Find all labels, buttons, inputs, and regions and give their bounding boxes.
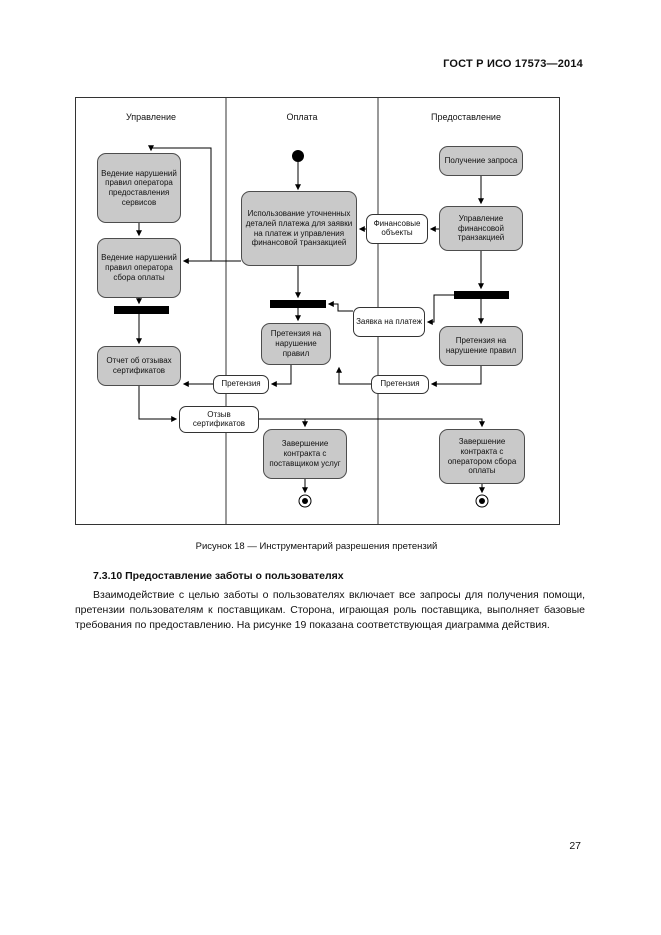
object-claim-left: Претензия xyxy=(213,375,269,394)
lane-title-management: Управление xyxy=(125,112,177,122)
lane-title-payment: Оплата xyxy=(286,112,318,122)
page-number: 27 xyxy=(569,840,581,852)
connector-arrows xyxy=(136,145,485,494)
initial-node-icon xyxy=(292,150,304,162)
lane-title-provision: Предоставление xyxy=(431,112,501,122)
node-report-revocations: Отчет об отзывах сертификатов xyxy=(97,346,181,386)
object-certificate-revocation: Отзыв сертификатов xyxy=(179,406,259,433)
final-node-provision-icon xyxy=(475,494,489,508)
sync-bar-payment xyxy=(270,300,326,308)
diagram-connectors xyxy=(114,98,509,524)
figure-caption: Рисунок 18 — Инструментарий разрешения п… xyxy=(195,541,438,552)
node-end-contract-toll: Завершение контракта с оператором сбора … xyxy=(439,429,525,484)
sync-bar-provision xyxy=(454,291,509,299)
document-header: ГОСТ Р ИСО 17573—2014 xyxy=(443,58,583,70)
node-maintain-toll-violations: Ведение нарушений правил оператора сбора… xyxy=(97,238,181,298)
object-payment-request: Заявка на платеж xyxy=(353,307,425,337)
node-end-contract-provider: Завершение контракта с поставщиком услуг xyxy=(263,429,347,479)
node-receive-request: Получение запроса xyxy=(439,146,523,176)
body-paragraph: Взаимодействие с целью заботы о пользова… xyxy=(75,589,585,631)
node-claim-violation-payment: Претензия на нарушение правил xyxy=(261,323,331,365)
node-use-payment-details: Использование уточненных деталей платежа… xyxy=(241,191,357,266)
final-node-payment-icon xyxy=(298,494,312,508)
node-manage-financial-transaction: Управление финансовой транзакцией xyxy=(439,206,523,251)
node-claim-violation-provision: Претензия на нарушение правил xyxy=(439,326,523,366)
section-heading: 7.3.10 Предоставление заботы о пользоват… xyxy=(93,570,344,582)
object-financial-objects: Финансовые объекты xyxy=(366,214,428,244)
node-maintain-service-violations: Ведение нарушений правил оператора предо… xyxy=(97,153,181,223)
sync-bar-management xyxy=(114,306,169,314)
object-claim-right: Претензия xyxy=(371,375,429,394)
activity-diagram: Управление Оплата Предоставление Ведение… xyxy=(75,97,560,525)
